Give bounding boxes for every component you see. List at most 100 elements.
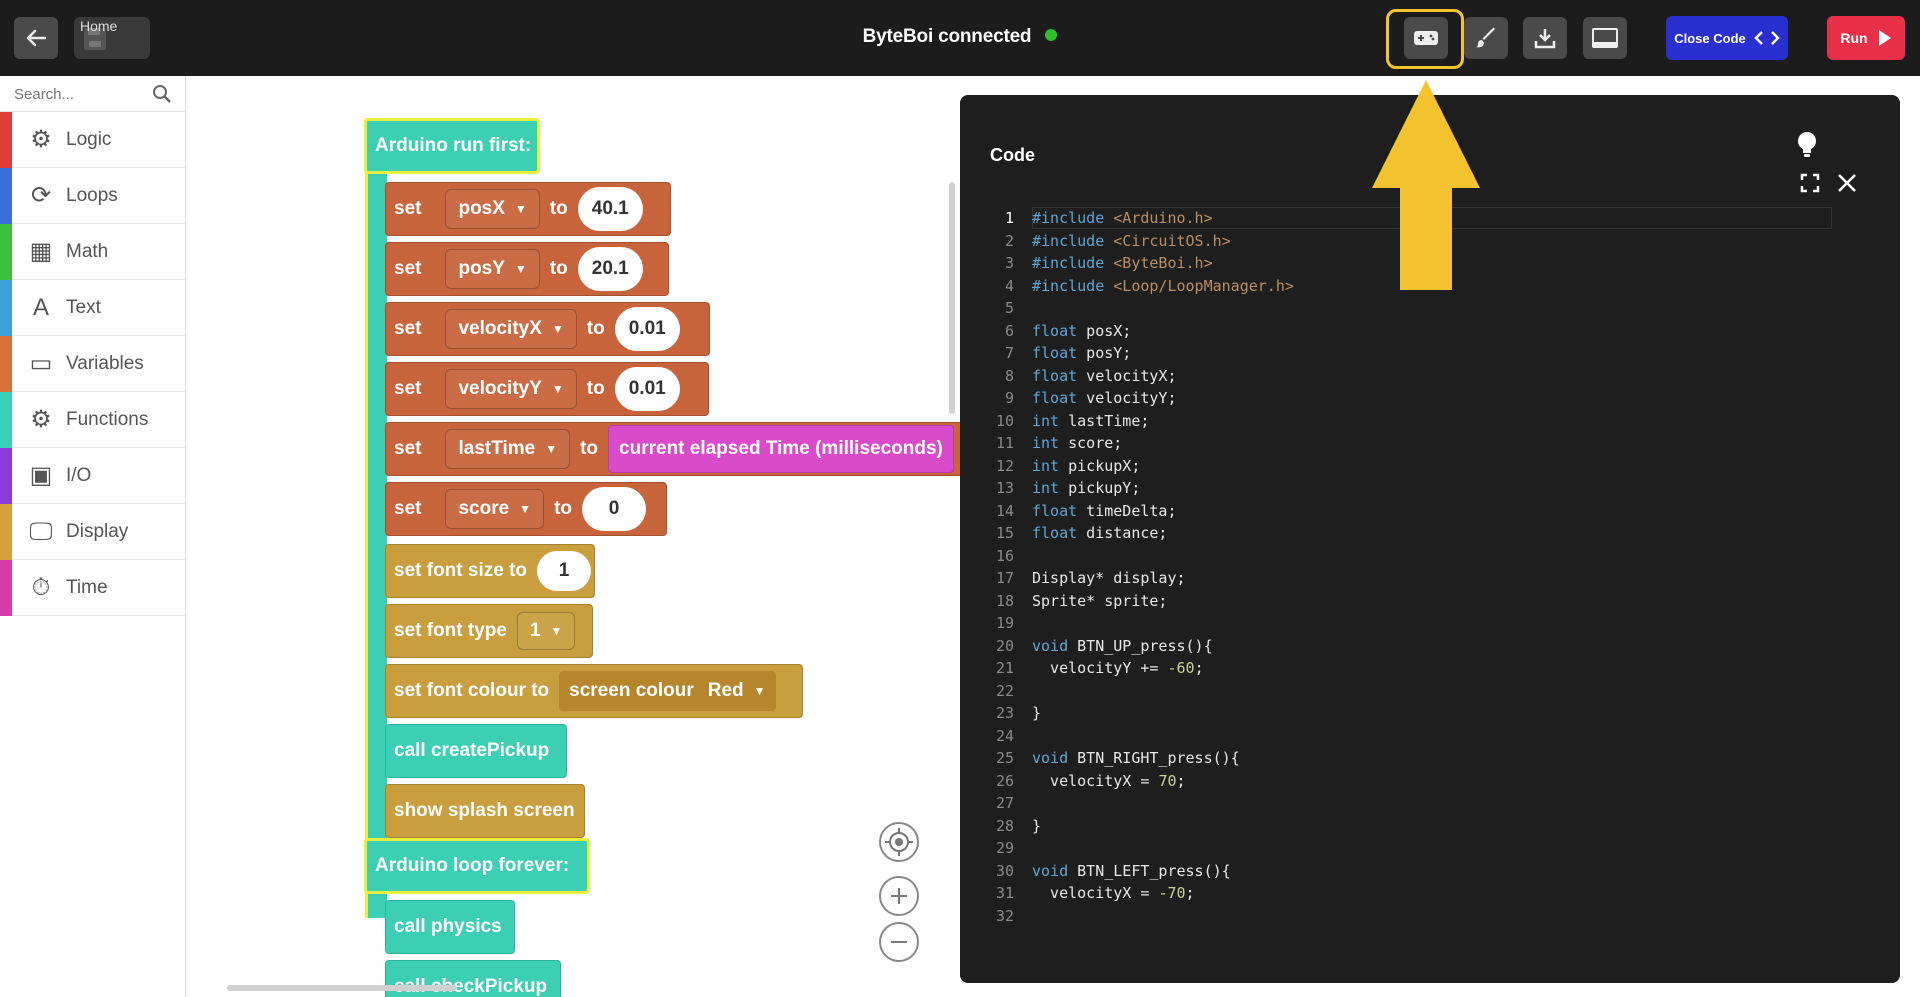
sidebar-item-logic[interactable]: ⚙Logic — [0, 111, 186, 168]
sprite-editor-button[interactable] — [1464, 17, 1508, 59]
search-input[interactable] — [12, 82, 152, 106]
set-keyword: set — [394, 318, 422, 339]
fullscreen-icon[interactable] — [1800, 173, 1820, 193]
sidebar-item-variables[interactable]: ▭Variables — [0, 335, 186, 392]
category-color-stripe — [0, 391, 12, 448]
elapsed-time-block[interactable]: current elapsed Time (milliseconds) — [608, 425, 954, 473]
horizontal-scrollbar[interactable] — [227, 985, 457, 991]
caret-down-icon: ▼ — [551, 382, 564, 396]
console-button[interactable] — [1583, 17, 1627, 59]
back-button[interactable] — [14, 17, 58, 59]
download-button[interactable] — [1523, 17, 1567, 59]
to-keyword: to — [549, 258, 568, 279]
highlight-outline — [1386, 9, 1464, 69]
variable-dropdown[interactable]: posY▼ — [445, 249, 540, 289]
sidebar-item-label: Math — [66, 240, 109, 262]
lightbulb-icon[interactable] — [1796, 131, 1818, 159]
close-icon[interactable] — [1835, 171, 1859, 195]
category-color-stripe — [0, 559, 12, 616]
code-text: } — [1032, 704, 1042, 722]
call-create-pickup-block[interactable]: call createPickup — [385, 724, 567, 778]
sidebar-item-display[interactable]: 🖵Display — [0, 503, 186, 560]
font-type-block[interactable]: set font type 1▼ — [385, 604, 593, 658]
posx-value-input[interactable]: 40.1 — [577, 187, 643, 231]
image-icon: ▣ — [29, 462, 53, 489]
close-code-label: Close Code — [1674, 30, 1746, 46]
variable-dropdown[interactable]: velocityX▼ — [445, 309, 577, 349]
sidebar-item-io[interactable]: ▣I/O — [0, 447, 186, 504]
monitor-icon: 🖵 — [29, 517, 53, 545]
save-icon — [84, 28, 106, 50]
close-code-button[interactable]: Close Code — [1666, 16, 1788, 60]
variable-name: velocityY — [458, 378, 542, 399]
code-text: int lastTime; — [1032, 411, 1150, 430]
home-button[interactable] — [74, 17, 150, 59]
sidebar-item-math[interactable]: ▦ Math — [0, 223, 186, 280]
sidebar-item-functions[interactable]: ⚙Functions — [0, 391, 186, 448]
code-line: 23} — [990, 702, 1870, 725]
font-size-value[interactable]: 1 — [537, 551, 592, 591]
velocityy-value-input[interactable]: 0.01 — [614, 367, 680, 411]
run-first-block[interactable]: Arduino run first: — [364, 118, 540, 174]
code-line: 29 — [990, 837, 1870, 860]
variable-dropdown[interactable]: posX▼ — [445, 189, 540, 229]
zoom-in-button[interactable] — [879, 876, 919, 916]
call-check-pickup-block[interactable]: call checkPickup — [385, 960, 561, 997]
variable-dropdown[interactable]: velocityY ▼ — [445, 369, 577, 409]
sidebar-item-loops[interactable]: ⟳Loops — [0, 167, 186, 224]
code-text: float posX; — [1032, 321, 1132, 340]
code-line: 4#include <Loop/LoopManager.h> — [990, 275, 1870, 298]
score-value-input[interactable]: 0 — [582, 487, 646, 531]
posy-value-input[interactable]: 20.1 — [577, 247, 643, 291]
font-size-block[interactable]: set font size to 1 — [385, 544, 595, 598]
line-number: 22 — [995, 681, 1014, 700]
search-icon[interactable] — [152, 84, 172, 104]
zoom-out-button[interactable] — [879, 922, 919, 962]
vertical-scrollbar[interactable] — [949, 182, 955, 414]
gamepad-icon — [1414, 31, 1438, 45]
line-number: 10 — [995, 411, 1014, 430]
line-number: 28 — [995, 816, 1014, 835]
variable-dropdown[interactable]: lastTime▼ — [445, 429, 571, 469]
plus-icon — [891, 888, 907, 904]
code-text: int pickupX; — [1032, 456, 1141, 475]
code-editor[interactable]: 1#include <Arduino.h>2#include <CircuitO… — [990, 207, 1870, 957]
line-number: 18 — [995, 591, 1014, 610]
download-icon — [1534, 29, 1556, 49]
variable-dropdown[interactable]: score▼ — [445, 489, 545, 529]
sidebar-item-time[interactable]: ⏱Time — [0, 559, 186, 616]
run-button[interactable]: Run — [1827, 16, 1905, 60]
line-number: 1 — [1004, 209, 1014, 227]
minus-icon — [891, 941, 907, 943]
font-type-dropdown[interactable]: 1▼ — [516, 612, 576, 650]
set-keyword: set — [394, 438, 422, 459]
line-number: 25 — [995, 749, 1014, 767]
loop-forever-block[interactable]: Arduino loop forever: — [364, 838, 590, 894]
code-text: void BTN_LEFT_press(){ — [1032, 861, 1231, 880]
velocityx-value-input[interactable]: 0.01 — [614, 307, 680, 351]
emulator-button[interactable] — [1404, 17, 1448, 59]
line-number: 31 — [995, 884, 1014, 902]
recenter-button[interactable] — [879, 822, 919, 862]
show-splash-block[interactable]: show splash screen — [385, 784, 585, 838]
sidebar-item-label: Variables — [66, 352, 144, 374]
call-physics-block[interactable]: call physics — [385, 900, 515, 954]
calculator-icon: ▦ — [29, 238, 53, 265]
